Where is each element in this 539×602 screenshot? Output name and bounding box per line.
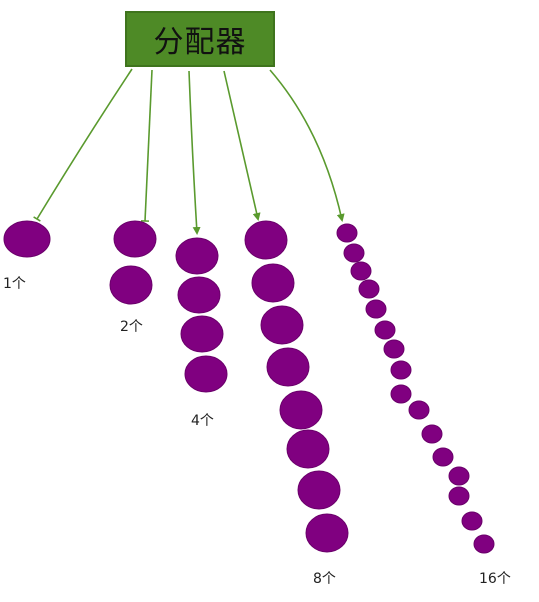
purple-circle <box>109 265 153 305</box>
purple-circle <box>408 400 430 420</box>
purple-circle <box>343 243 365 263</box>
purple-circle <box>297 470 341 510</box>
purple-circle <box>421 424 443 444</box>
circle-group-4 <box>175 237 228 393</box>
circle-group-16 <box>336 223 495 554</box>
distributor-box: 分配器 <box>125 11 275 67</box>
count-label-4: 4个 <box>191 413 214 429</box>
purple-circle <box>184 355 228 393</box>
count-label-8: 8个 <box>313 571 336 587</box>
purple-circle <box>305 513 349 553</box>
purple-circle <box>473 534 495 554</box>
circle-group-1 <box>3 220 51 258</box>
arrow-to-group-1 <box>33 68 133 222</box>
purple-circle <box>461 511 483 531</box>
count-label-16: 16个 <box>479 571 511 587</box>
arrow-to-group-8 <box>223 70 261 221</box>
purple-circle <box>390 384 412 404</box>
arrows-layer <box>33 68 345 235</box>
arrow-to-group-4 <box>188 70 201 235</box>
purple-circle <box>390 360 412 380</box>
purple-circle <box>286 429 330 469</box>
purple-circle <box>244 220 288 260</box>
purple-circle <box>448 486 470 506</box>
distributor-title: 分配器 <box>153 25 247 60</box>
count-label-1: 1个 <box>3 276 26 292</box>
arrow-to-group-2 <box>140 69 153 222</box>
purple-circle <box>177 276 221 314</box>
purple-circle <box>336 223 358 243</box>
purple-circle <box>448 466 470 486</box>
purple-circle <box>251 263 295 303</box>
purple-circle <box>3 220 51 258</box>
circle-group-8 <box>244 220 349 553</box>
circle-group-2 <box>109 220 157 305</box>
purple-circle <box>180 315 224 353</box>
purple-circle <box>432 447 454 467</box>
purple-circle <box>113 220 157 258</box>
purple-circle <box>279 390 323 430</box>
purple-circle <box>365 299 387 319</box>
circles-layer <box>3 220 495 554</box>
count-label-2: 2个 <box>120 319 143 335</box>
purple-circle <box>374 320 396 340</box>
purple-circle <box>175 237 219 275</box>
purple-circle <box>358 279 380 299</box>
purple-circle <box>350 261 372 281</box>
purple-circle <box>383 339 405 359</box>
purple-circle <box>266 347 310 387</box>
arrow-to-group-16 <box>269 69 345 222</box>
purple-circle <box>260 305 304 345</box>
